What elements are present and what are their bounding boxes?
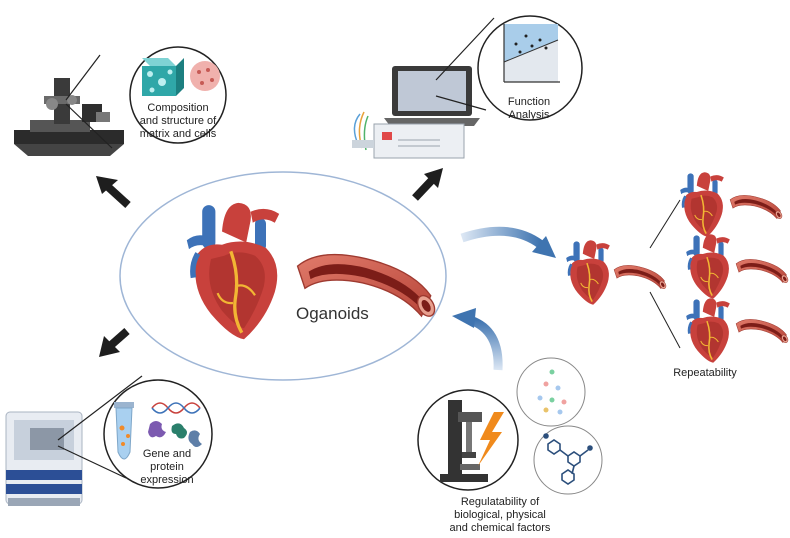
composition-label: Composition and structure of matrix and … [136, 102, 220, 141]
scatter-plot-icon [503, 24, 560, 83]
gene-line-2: protein [150, 461, 184, 473]
microscope-icon [14, 78, 124, 156]
branch-line-top [649, 199, 681, 249]
gene-line-3: expression [140, 474, 194, 486]
gene-label: Gene and protein expression [132, 448, 202, 487]
vessel-icon-small-source [613, 265, 668, 291]
arrow-to-repeatability [460, 226, 556, 258]
organoid-title: Oganoids [296, 304, 369, 323]
organoid-ellipse [119, 171, 447, 381]
particles-circle [516, 357, 586, 427]
arrow-from-regulatability [452, 308, 503, 371]
repeatability-label: Repeatability [673, 367, 737, 379]
vessel-icon-copy-3 [735, 319, 790, 345]
composition-line-3: matrix and cells [139, 128, 217, 140]
function-label: Function Analysis [494, 96, 564, 122]
matrix-cube-icon [142, 58, 184, 96]
vessel-icon-copy-1 [729, 195, 784, 221]
regulatability-line-1: Regulatability of [460, 496, 540, 508]
branch-line-bottom [649, 291, 681, 349]
gene-line-1: Gene and [142, 448, 192, 460]
arrow-to-function [412, 168, 443, 201]
arrow-to-microscope [96, 176, 131, 208]
lightning-icon [478, 412, 504, 466]
laptop-device-icon [352, 66, 480, 159]
sequencer-icon [5, 411, 83, 506]
tube-icon [114, 402, 134, 460]
bioprinter-icon [440, 400, 488, 482]
regulatability-line-2: biological, physical [454, 509, 546, 521]
composition-line-2: and structure of [139, 115, 217, 127]
function-line-1: Function [507, 96, 551, 108]
vessel-icon-copy-2 [735, 259, 790, 285]
composition-line-1: Composition [147, 102, 209, 114]
regulatability-label: Regulatability of biological, physical a… [430, 496, 570, 535]
regulatability-line-3: and chemical factors [449, 522, 551, 534]
heart-icon-small-source [564, 238, 612, 306]
heart-icon-copy-3 [684, 296, 732, 364]
protein-icon [148, 421, 202, 447]
particles-icon [537, 369, 567, 415]
arrow-to-sequencer [99, 328, 130, 357]
cell-cluster-icon [190, 61, 220, 91]
function-line-2: Analysis [508, 109, 550, 121]
molecule-icon [543, 433, 593, 485]
heart-icon-copy-1 [678, 170, 726, 238]
dna-icon [151, 402, 201, 414]
heart-icon-copy-2 [684, 232, 732, 300]
